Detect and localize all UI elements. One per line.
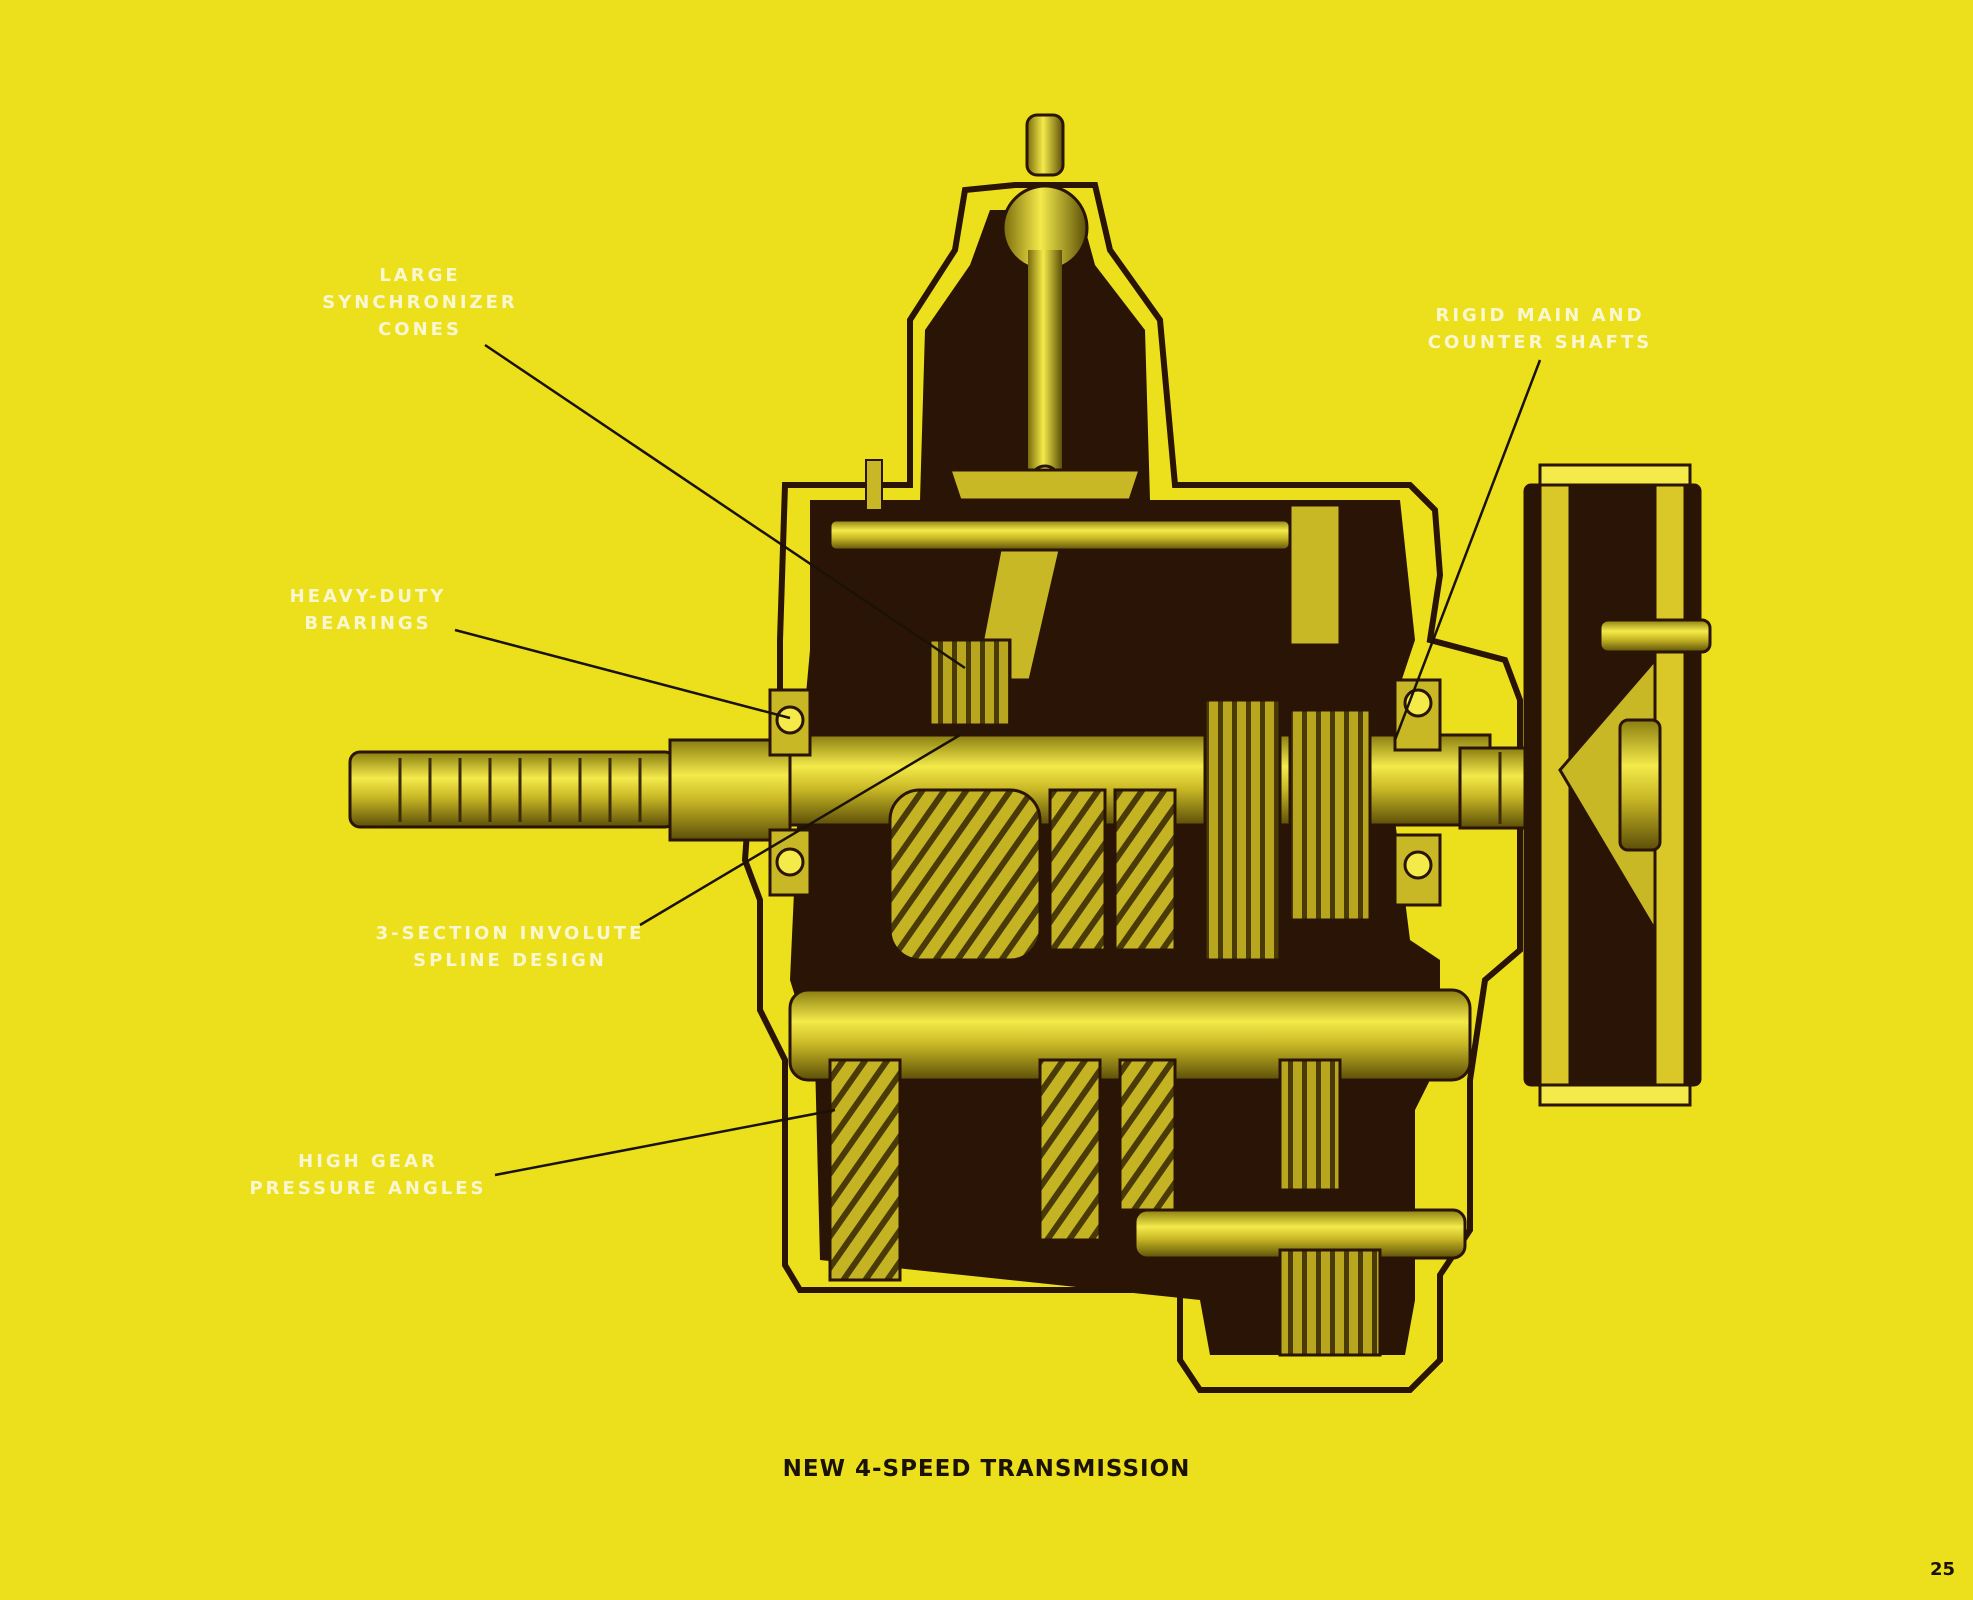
callout-line: SYNCHRONIZER	[322, 292, 518, 313]
callout-line: SPLINE DESIGN	[413, 950, 607, 971]
leader-high-gear	[494, 1108, 836, 1177]
main-shaft-gears	[888, 638, 1372, 962]
output-brake-drum	[1523, 463, 1712, 1107]
leader-sync-cones	[484, 343, 966, 670]
callout-high-gear-pressure-angles: HIGH GEAR PRESSURE ANGLES	[238, 1148, 498, 1202]
figure-caption: NEW 4-SPEED TRANSMISSION	[782, 1456, 1191, 1482]
callout-line: HEAVY-DUTY	[289, 586, 447, 607]
callout-line: COUNTER SHAFTS	[1427, 332, 1653, 353]
shift-rail	[828, 503, 1342, 682]
callout-line: HIGH GEAR	[298, 1151, 438, 1172]
callout-line: CONES	[378, 319, 462, 340]
leader-bearings	[454, 628, 791, 720]
callout-line: PRESSURE ANGLES	[249, 1178, 487, 1199]
callout-heavy-duty-bearings: HEAVY-DUTY BEARINGS	[268, 583, 468, 637]
gear-shift-lever	[865, 113, 1143, 511]
counter-shaft	[788, 988, 1472, 1282]
callout-rigid-shafts: RIGID MAIN AND COUNTER SHAFTS	[1415, 302, 1665, 356]
page-number: 25	[1929, 1559, 1955, 1580]
callout-line: LARGE	[379, 265, 461, 286]
callout-involute-spline: 3-SECTION INVOLUTE SPLINE DESIGN	[370, 920, 650, 974]
leader-spline	[639, 733, 961, 927]
callout-leader-lines	[454, 343, 1542, 1177]
leader-shafts	[1393, 359, 1542, 741]
shaft-bearings	[768, 678, 1442, 907]
callout-line: RIGID MAIN AND	[1435, 305, 1645, 326]
reverse-idler-shaft	[1133, 1208, 1467, 1357]
callout-synchronizer-cones: LARGE SYNCHRONIZER CONES	[300, 262, 540, 343]
callout-line: BEARINGS	[304, 613, 432, 634]
callout-line: 3-SECTION INVOLUTE	[375, 923, 645, 944]
